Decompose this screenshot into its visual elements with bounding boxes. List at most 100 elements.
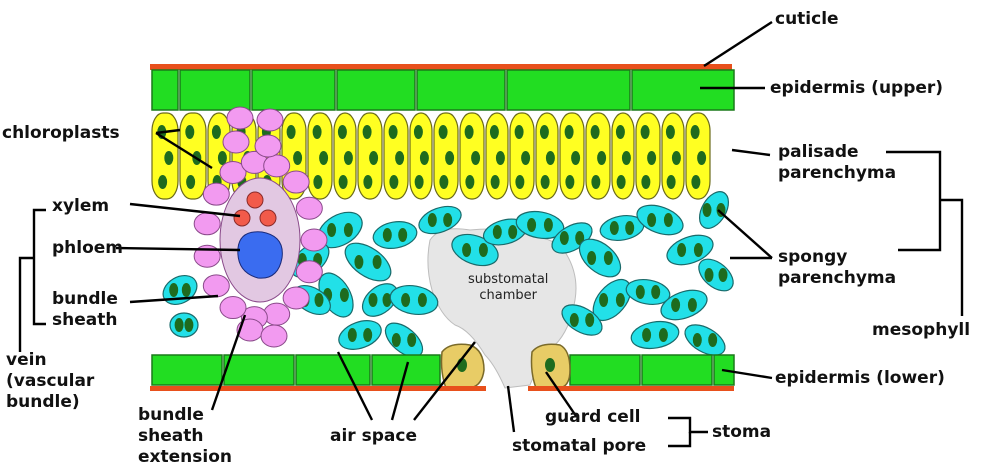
chloroplast: [312, 125, 322, 139]
chloroplast: [368, 293, 378, 307]
chloroplast: [641, 175, 651, 189]
chloroplast: [388, 125, 398, 139]
leader-lines: [18, 20, 964, 448]
chloroplast: [419, 151, 429, 165]
bse-line-1: bundle: [138, 405, 204, 425]
palisade-cell: [151, 112, 179, 200]
chloroplast: [527, 218, 537, 232]
chloroplast: [591, 175, 601, 189]
spongy-cell: [389, 284, 439, 316]
chloroplast: [293, 151, 303, 165]
chloroplast: [565, 175, 575, 189]
chloroplast: [181, 283, 191, 297]
chloroplast: [508, 225, 518, 239]
bundle-sheath-cell: [193, 212, 221, 236]
label-chloroplasts: chloroplasts: [2, 123, 120, 143]
chloroplast: [158, 175, 168, 189]
lower-cuticle: [150, 386, 486, 391]
spongy-cell: [684, 324, 726, 356]
substomatal-line-1: substomatal: [468, 272, 549, 287]
spongy-parenchyma: [162, 191, 734, 358]
palisade-cell: [459, 112, 485, 200]
spongy-cell: [344, 242, 392, 282]
substomatal-line-2: chamber: [479, 288, 538, 303]
chloroplast: [382, 293, 392, 307]
chloroplast: [438, 125, 448, 139]
chloroplast: [319, 151, 329, 165]
spongy-cell: [384, 322, 424, 358]
chloroplast: [677, 243, 687, 257]
chloroplast: [186, 175, 196, 189]
chloroplast: [640, 125, 650, 139]
label-stomatal-pore: stomatal pore: [512, 436, 647, 456]
chloroplast: [671, 298, 681, 312]
label-epidermis-upper: epidermis (upper): [770, 78, 944, 98]
label-palisade-parenchyma: palisade parenchyma: [778, 142, 896, 184]
spongy-cell: [636, 204, 684, 236]
palisade-cell: [661, 112, 685, 200]
palisade-cell: [685, 112, 711, 200]
spongy-cell: [698, 258, 734, 292]
chloroplast: [571, 151, 581, 165]
chloroplast: [718, 268, 728, 282]
chloroplast: [211, 125, 221, 139]
chloroplast: [615, 125, 625, 139]
chloroplast: [471, 151, 481, 165]
chloroplast: [339, 288, 349, 302]
bundle-sheath: [193, 106, 328, 348]
palisade-cell: [409, 112, 433, 200]
upper-epidermis: [151, 69, 735, 111]
palisade-cell: [635, 112, 661, 200]
xylem-vessel: [259, 209, 277, 227]
label-bundle-sheath-extension: bundle sheath extension: [138, 405, 232, 468]
chloroplast: [391, 333, 401, 347]
spongy-cell: [482, 218, 528, 246]
spongy-cell: [599, 214, 645, 242]
chloroplast: [347, 328, 357, 342]
chloroplast: [174, 318, 184, 332]
chloroplast: [687, 298, 697, 312]
chloroplast: [490, 175, 500, 189]
chloroplast: [413, 125, 423, 139]
chloroplast: [343, 223, 353, 237]
chloroplast: [597, 151, 607, 165]
chloroplast: [462, 243, 472, 257]
label-epidermis-lower: epidermis (lower): [775, 368, 945, 388]
chloroplast: [363, 175, 373, 189]
chloroplast: [704, 268, 714, 282]
palisade-cell: [611, 112, 635, 200]
chloroplast: [363, 328, 373, 342]
chloroplast: [545, 151, 555, 165]
chloroplast: [286, 125, 296, 139]
bundle-sheath-cell: [260, 324, 288, 348]
chloroplast: [465, 175, 475, 189]
bundle-sheath-cell: [219, 160, 247, 184]
chloroplast: [495, 151, 505, 165]
chloroplast: [647, 151, 657, 165]
chloroplast: [314, 293, 324, 307]
chloroplast: [337, 125, 347, 139]
bundle-sheath-cell: [226, 106, 254, 130]
chloroplast: [693, 243, 703, 257]
spongy-cell: [372, 221, 418, 249]
chloroplast: [599, 293, 609, 307]
vein-line-2: (vascular: [6, 371, 95, 391]
chloroplast: [489, 125, 499, 139]
palisade-cell: [383, 112, 409, 200]
chloroplast: [398, 228, 408, 242]
chloroplast: [169, 283, 179, 297]
chloroplast: [585, 313, 595, 327]
bundle-sheath-cell: [282, 286, 310, 310]
lower-epidermis: [151, 354, 735, 386]
chloroplast: [407, 333, 417, 347]
chloroplast: [609, 221, 619, 235]
chloroplast: [343, 151, 353, 165]
chloroplast: [671, 151, 681, 165]
lower-cuticle: [528, 386, 734, 391]
chloroplast: [362, 125, 372, 139]
chloroplast: [665, 125, 675, 139]
bundle-sheath-cell: [256, 108, 284, 132]
chloroplast: [559, 231, 569, 245]
label-substomatal-chamber: substomatal chamber: [468, 272, 548, 304]
chloroplast: [478, 243, 488, 257]
